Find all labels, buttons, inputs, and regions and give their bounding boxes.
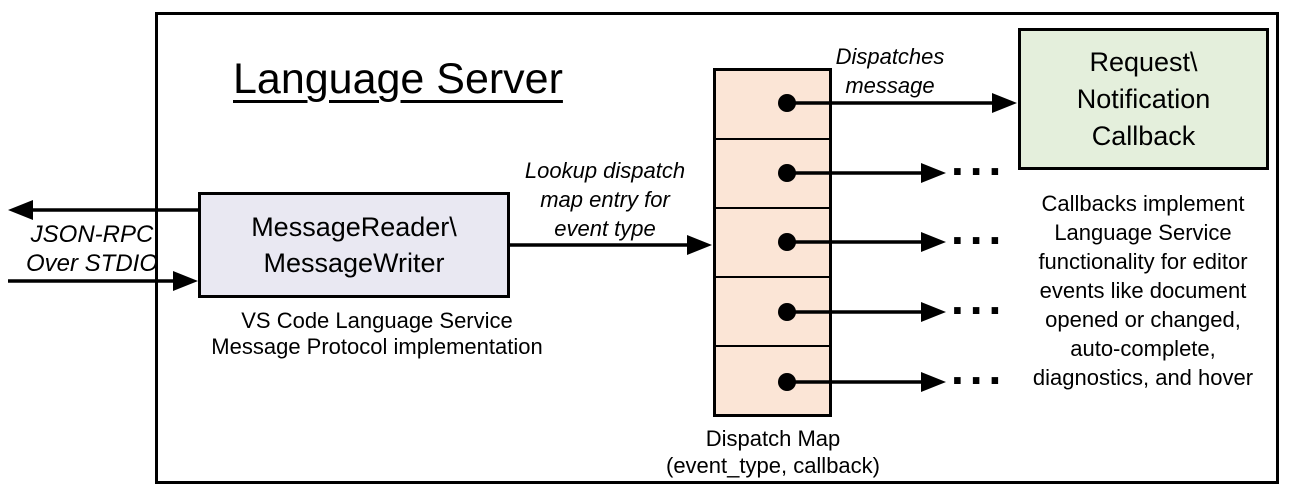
dispatch-map-cell bbox=[716, 138, 829, 207]
dispatch-map-caption: Dispatch Map (event_type, callback) bbox=[653, 425, 893, 479]
callback-box: Request\ Notification Callback bbox=[1018, 28, 1269, 170]
callback-caption-line6: auto-complete, bbox=[1070, 336, 1216, 361]
map-caption-line2: (event_type, callback) bbox=[666, 453, 880, 478]
reader-box: MessageReader\ MessageWriter bbox=[198, 192, 510, 298]
json-rpc-label-line1: JSON-RPC bbox=[30, 221, 154, 248]
more-callbacks-ellipsis: ... bbox=[951, 272, 1008, 324]
lookup-label-line2: map entry for bbox=[540, 187, 670, 212]
dispatch-map-cell bbox=[716, 276, 829, 345]
callback-caption-line2: Language Service bbox=[1054, 220, 1232, 245]
callback-caption-line1: Callbacks implement bbox=[1041, 191, 1245, 216]
reader-caption: VS Code Language Service Message Protoco… bbox=[197, 308, 557, 360]
stdio-out-arrowhead-icon bbox=[8, 200, 33, 220]
json-rpc-label-line2: Over STDIO bbox=[25, 250, 158, 277]
reader-box-label-line2: MessageWriter bbox=[263, 248, 445, 278]
reader-caption-line2: Message Protocol implementation bbox=[211, 334, 543, 359]
map-caption-line1: Dispatch Map bbox=[705, 426, 841, 451]
more-callbacks-ellipsis: ... bbox=[951, 133, 1008, 185]
more-callbacks-ellipsis: ... bbox=[951, 342, 1008, 394]
lookup-dispatch-label: Lookup dispatch map entry for event type bbox=[505, 156, 705, 243]
lookup-label-line3: event type bbox=[554, 216, 656, 241]
diagram-title: Language Server bbox=[233, 55, 563, 103]
callback-box-label-line3: Callback bbox=[1091, 120, 1196, 151]
dispatches-label-line1: Dispatches bbox=[835, 44, 945, 69]
callback-caption: Callbacks implement Language Service fun… bbox=[1012, 189, 1274, 392]
dispatch-map-cell bbox=[716, 71, 829, 138]
dispatches-label-line2: message bbox=[845, 73, 935, 98]
callback-caption-line7: diagnostics, and hover bbox=[1032, 365, 1254, 390]
callback-box-label-line1: Request\ bbox=[1089, 46, 1198, 77]
reader-caption-line1: VS Code Language Service bbox=[241, 308, 513, 333]
lookup-label-line1: Lookup dispatch bbox=[524, 158, 686, 183]
dispatches-message-label: Dispatches message bbox=[820, 42, 960, 100]
dispatch-map bbox=[713, 68, 832, 417]
callback-caption-line4: events like document bbox=[1039, 278, 1247, 303]
dispatch-map-cell bbox=[716, 207, 829, 276]
callback-caption-line3: functionality for editor bbox=[1038, 249, 1248, 274]
dispatch-map-cell bbox=[716, 345, 829, 414]
more-callbacks-ellipsis: ... bbox=[951, 202, 1008, 254]
json-rpc-label: JSON-RPC Over STDIO bbox=[12, 220, 172, 278]
callback-box-label-line2: Notification bbox=[1076, 83, 1211, 114]
reader-box-label-line1: MessageReader\ bbox=[251, 212, 457, 242]
callback-caption-line5: opened or changed, bbox=[1045, 307, 1241, 332]
